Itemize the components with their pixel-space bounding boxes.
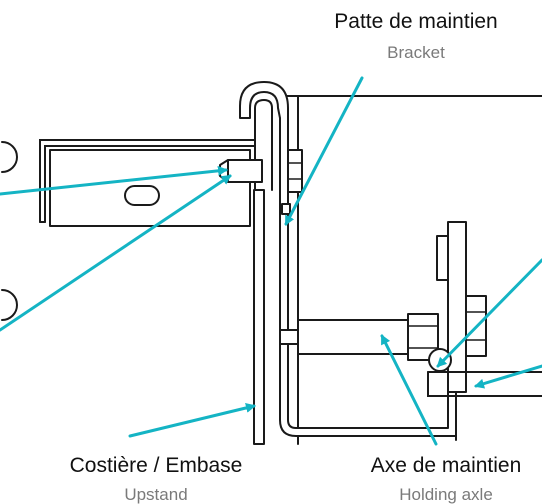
leader-left-bottom	[0, 174, 232, 332]
leader-upstand	[128, 403, 256, 438]
leader-bracket	[284, 76, 364, 226]
label-upstand-main: Costière / Embase	[70, 454, 243, 477]
left-callout-circle-bottom	[1, 289, 18, 321]
pin-circle	[428, 348, 452, 372]
upstand-plate	[253, 189, 265, 445]
left-support-bracket	[39, 139, 256, 227]
leader-lines	[0, 76, 542, 446]
label-bracket-main: Patte de maintien	[334, 10, 497, 33]
holding-axle	[279, 313, 439, 361]
left-callout-circle-top	[1, 141, 18, 173]
bracket-hook	[239, 81, 457, 437]
leader-axle	[380, 334, 438, 446]
label-upstand-sub: Upstand	[124, 485, 187, 504]
label-axle-main: Axe de maintien	[371, 454, 522, 477]
label-bracket-sub: Bracket	[387, 43, 445, 62]
leader-left-top	[0, 165, 228, 196]
label-bracket: Patte de maintien Bracket	[334, 10, 497, 62]
leader-pin	[436, 258, 542, 368]
leader-rail	[474, 364, 542, 389]
top-bolt	[219, 149, 303, 215]
label-axle-sub: Holding axle	[399, 485, 493, 504]
slot-hole	[124, 185, 160, 206]
label-upstand: Costière / Embase Upstand	[70, 454, 243, 504]
label-axle: Axe de maintien Holding axle	[371, 454, 522, 504]
